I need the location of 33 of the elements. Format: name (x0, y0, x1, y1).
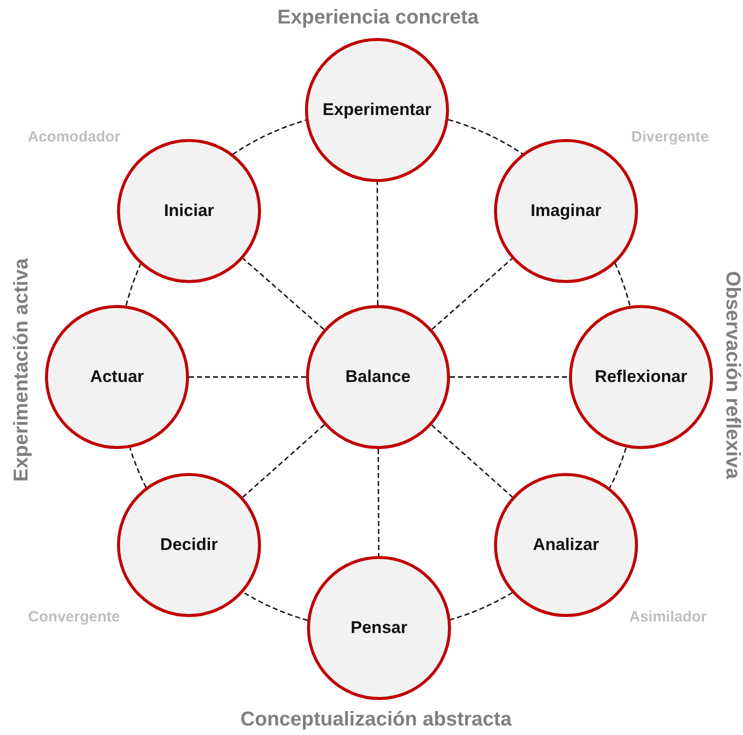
dashed-connector (614, 262, 631, 306)
quadrant-label: Convergente (28, 608, 120, 626)
dashed-connector (232, 120, 306, 156)
axis-label: Conceptualización abstracta (240, 708, 512, 732)
dashed-connector (608, 448, 627, 488)
axis-label: Observación reflexiva (720, 271, 743, 479)
node-label: Experimentar (322, 100, 432, 120)
node-label: Actuar (90, 367, 144, 387)
node-label: Imaginar (530, 201, 602, 221)
axis-label: Experimentación activa (10, 258, 34, 482)
dashed-connector (448, 119, 524, 155)
dashed-connector (125, 263, 142, 306)
dashed-connector (450, 592, 513, 620)
node-label: Pensar (350, 618, 408, 638)
quadrant-label: Divergente (631, 128, 709, 146)
quadrant-label: Acomodador (28, 128, 120, 146)
dashed-connector (189, 376, 306, 378)
node-label: Analizar (532, 535, 600, 555)
quadrant-label: Asimilador (629, 608, 707, 626)
node-label: Decidir (160, 535, 218, 555)
dashed-connector (242, 424, 325, 498)
dashed-connector (129, 448, 147, 488)
axis-label: Experiencia concreta (277, 6, 479, 30)
dashed-connector (376, 182, 378, 305)
node-label: Iniciar (164, 201, 214, 221)
dashed-connector (378, 449, 380, 556)
dashed-connector (242, 592, 308, 621)
dashed-connector (242, 258, 324, 330)
node-label: Reflexionar (594, 367, 688, 387)
dashed-connector (431, 424, 513, 498)
dashed-connector (450, 376, 569, 378)
dashed-connector (432, 258, 512, 330)
node-label: Balance (345, 367, 411, 387)
